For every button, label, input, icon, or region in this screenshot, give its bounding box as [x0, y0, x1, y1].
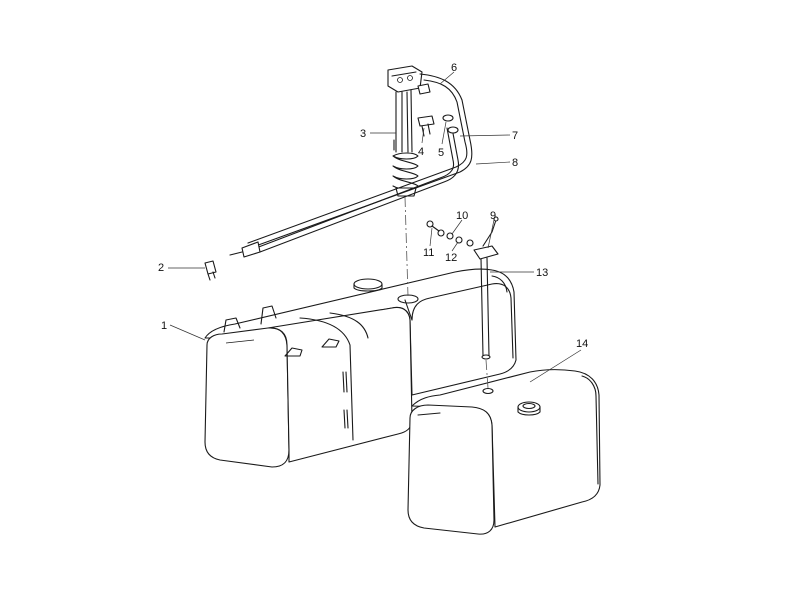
callout-2: 2: [158, 262, 164, 274]
callout-12: 12: [445, 252, 457, 264]
callout-7: 7: [512, 130, 518, 142]
callout-3: 3: [360, 128, 366, 140]
callout-10: 10: [456, 210, 468, 222]
leader-lines: [168, 71, 582, 383]
level-sender-tube: [473, 216, 499, 360]
fitting-4: [417, 115, 435, 137]
callout-5: 5: [438, 147, 444, 159]
callout-14: 14: [576, 338, 588, 350]
connector-6: [417, 83, 431, 95]
callout-4: 4: [418, 146, 424, 158]
connector-2: [204, 260, 217, 281]
fittings-9-12: [426, 220, 474, 247]
callout-labels: 1 2 3 4 5 6 7 8 9 10 11 12 13 14: [158, 62, 588, 350]
clamp-5: [442, 114, 459, 134]
fuel-lines: [229, 73, 473, 258]
callout-6: 6: [451, 62, 457, 74]
callout-9: 9: [490, 210, 496, 222]
callout-13: 13: [536, 267, 548, 279]
fuel-tank-large: [204, 268, 517, 468]
callout-1: 1: [161, 320, 167, 332]
assembly-centerlines: [404, 196, 489, 389]
fuel-tank-small: [407, 369, 601, 535]
callout-11: 11: [423, 247, 434, 259]
callout-8: 8: [512, 157, 518, 169]
fuel-sender-assembly: [387, 65, 423, 197]
